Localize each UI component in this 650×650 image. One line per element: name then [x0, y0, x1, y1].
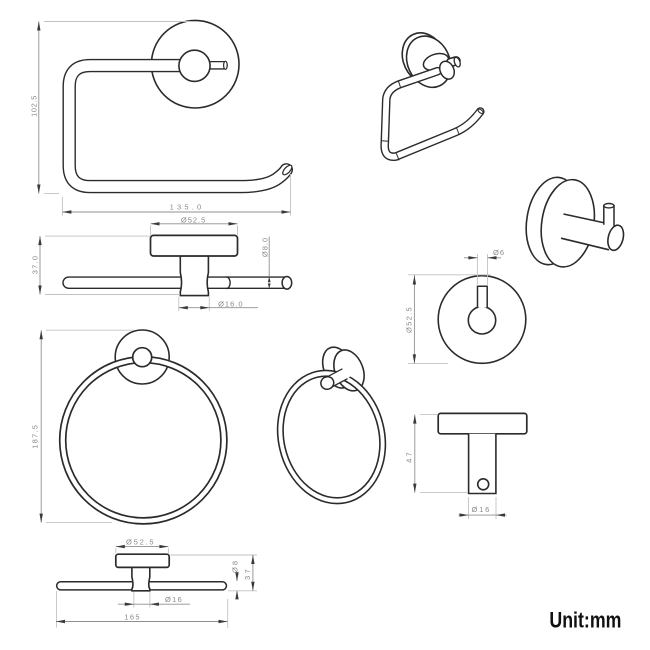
svg-text:37: 37 [243, 567, 252, 580]
svg-text:102.5: 102.5 [29, 95, 38, 117]
svg-text:37.0: 37.0 [30, 255, 39, 274]
svg-text:Ø16.0: Ø16.0 [218, 299, 243, 308]
svg-text:Ø52.5: Ø52.5 [181, 215, 206, 224]
svg-text:Ø16: Ø16 [165, 595, 183, 604]
svg-text:Unit:mm: Unit:mm [549, 608, 621, 633]
svg-text:Ø8.0: Ø8.0 [260, 237, 269, 257]
svg-text:47: 47 [405, 450, 414, 463]
svg-text:135.0: 135.0 [170, 203, 205, 212]
svg-text:Ø52.5: Ø52.5 [126, 537, 155, 546]
svg-text:Ø6: Ø6 [493, 248, 505, 257]
svg-text:Ø16: Ø16 [472, 505, 492, 514]
svg-text:Ø8: Ø8 [231, 559, 240, 573]
svg-text:165: 165 [124, 612, 140, 621]
svg-text:187.5: 187.5 [31, 424, 40, 449]
svg-text:Ø52.5: Ø52.5 [405, 306, 414, 333]
